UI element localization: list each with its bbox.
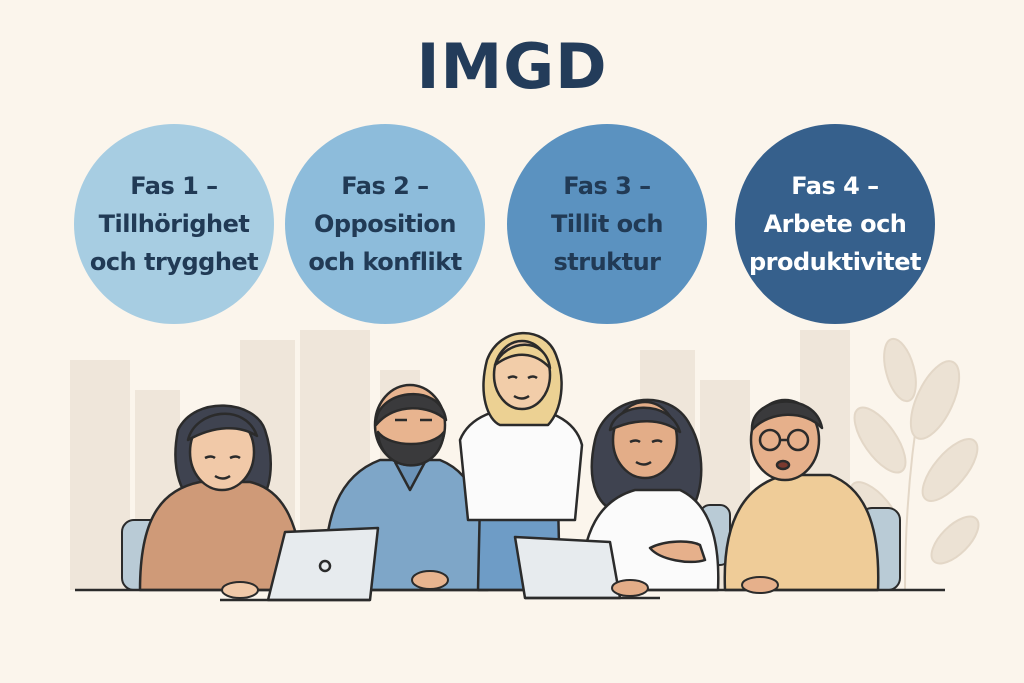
person-2 xyxy=(323,383,490,592)
diagram-title: IMGD xyxy=(416,30,608,103)
laptop-1 xyxy=(220,526,380,602)
phase-4-line-2: Arbete och xyxy=(763,210,907,238)
phase-4-circle: Fas 4 – Arbete och produktivitet xyxy=(735,124,935,324)
phase-3-heading: Fas 3 – xyxy=(563,172,651,200)
phase-1-circle: Fas 1 – Tillhörighet och trygghet xyxy=(74,124,274,324)
phase-4-heading: Fas 4 – xyxy=(791,172,879,200)
phase-1-line-3: och trygghet xyxy=(89,248,259,276)
phase-3-circle: Fas 3 – Tillit och struktur xyxy=(507,124,707,324)
phase-2-circle: Fas 2 – Opposition och konflikt xyxy=(285,124,485,324)
person-1 xyxy=(138,404,307,592)
phase-3-line-2: Tillit och xyxy=(551,210,663,238)
phase-1-line-2: Tillhörighet xyxy=(98,210,250,238)
person-5 xyxy=(648,398,880,592)
phase-4-line-3: produktivitet xyxy=(748,248,922,276)
laptop-2 xyxy=(513,535,660,600)
phase-2-heading: Fas 2 – xyxy=(341,172,429,200)
phase-2-line-2: Opposition xyxy=(313,210,457,238)
phase-3-line-3: struktur xyxy=(553,248,661,276)
phase-2-line-3: och konflikt xyxy=(308,248,462,276)
hands xyxy=(221,570,779,599)
phase-1-heading: Fas 1 – xyxy=(130,172,218,200)
